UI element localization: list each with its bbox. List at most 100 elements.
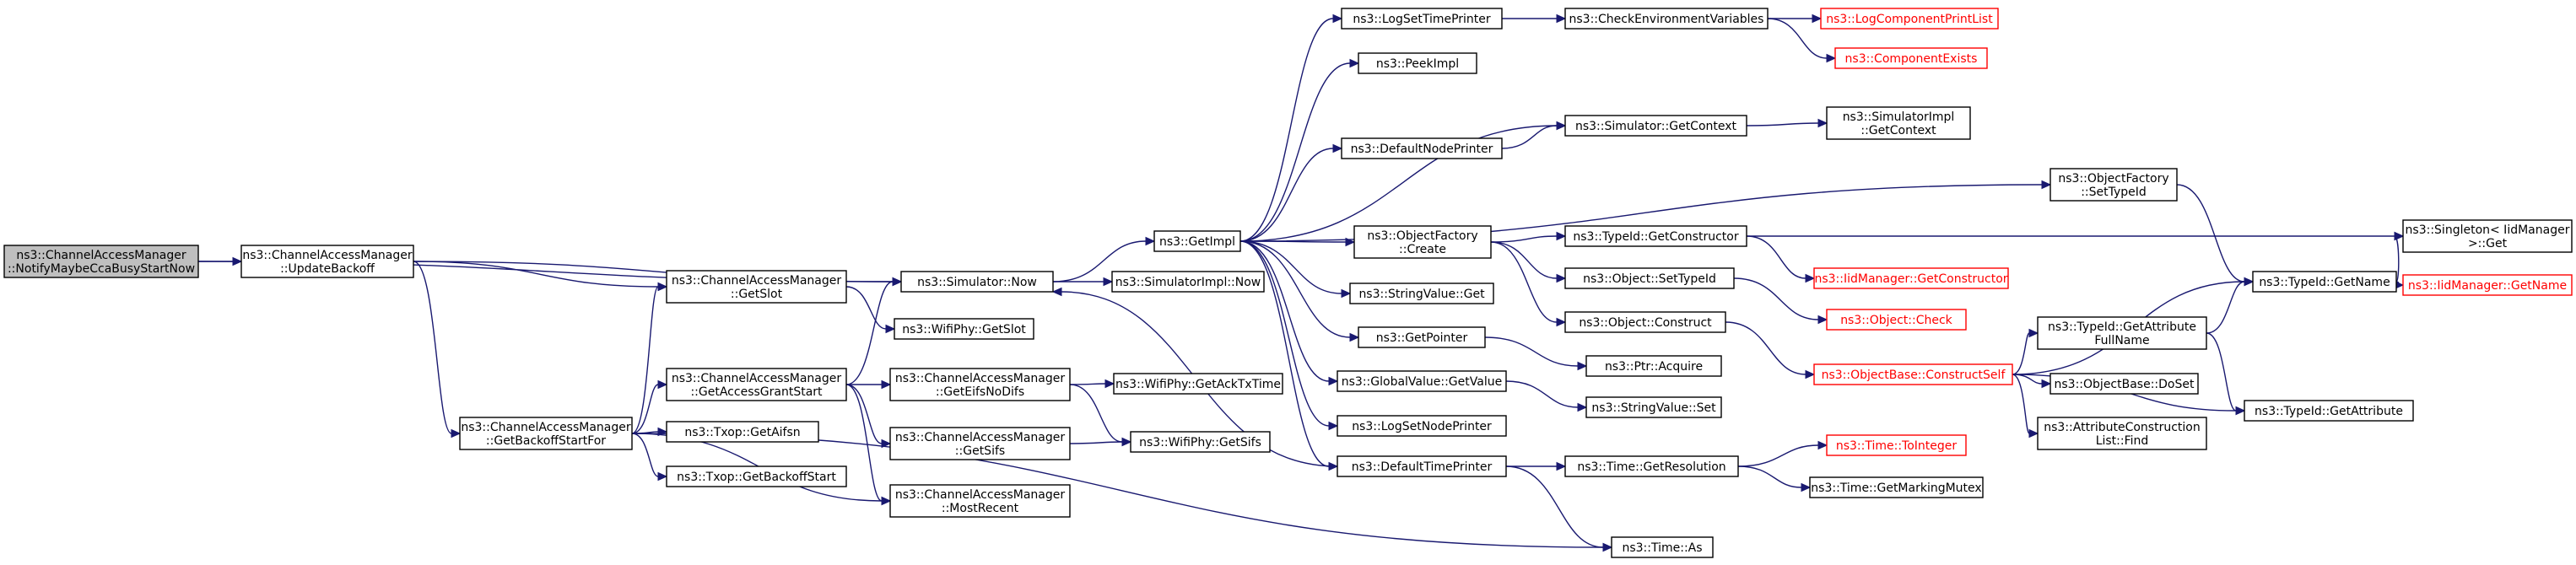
node-box (666, 465, 847, 487)
node-box (2402, 219, 2573, 253)
call-edge (1239, 240, 1352, 299)
node-label: ns3::Singleton< IidManager (2406, 223, 2570, 237)
function-node[interactable]: ns3::TypeId::GetConstructor (1564, 225, 1747, 247)
node-label: ns3::ObjectFactory (2058, 172, 2168, 186)
function-node[interactable]: ns3::SimulatorImpl::GetContext (1826, 106, 1971, 140)
node-label: ns3::ObjectFactory (1367, 229, 1477, 243)
function-node[interactable]: ns3::Time::GetResolution (1564, 455, 1739, 477)
function-node[interactable]: ns3::Ptr::Acquire (1585, 355, 1722, 377)
function-node[interactable]: ns3::ChannelAccessManager::GetEifsNoDifs (889, 368, 1071, 401)
edge-arrowhead (1145, 236, 1156, 246)
call-edge (1239, 240, 1360, 342)
function-node[interactable]: ns3::ObjectFactory::SetTypeId (2049, 168, 2178, 202)
edge-line (1239, 240, 1330, 427)
function-node[interactable]: ns3::Time::GetMarkingMutex (1809, 476, 1984, 498)
function-node[interactable]: ns3::TypeId::GetName (2252, 271, 2397, 293)
function-node[interactable]: ns3::DefaultTimePrinter (1337, 455, 1507, 477)
node-label: ns3::WifiPhy::GetAckTxTime (1115, 378, 1281, 391)
function-node[interactable]: ns3::ChannelAccessManager::NotifyMaybeCc… (3, 245, 199, 278)
edge-line (1239, 125, 1558, 242)
edge-arrowhead (1577, 402, 1588, 412)
function-node[interactable]: ns3::LogSetTimePrinter (1341, 8, 1503, 30)
node-box (1826, 434, 1967, 456)
function-node[interactable]: ns3::ChannelAccessManager::GetAccessGran… (666, 368, 847, 401)
function-node[interactable]: ns3::IidManager::GetConstructor (1813, 267, 2009, 289)
function-node[interactable]: ns3::Txop::GetAifsn (666, 421, 819, 443)
function-node[interactable]: ns3::CheckEnvironmentVariables (1564, 8, 1769, 30)
function-node[interactable]: ns3::ObjectBase::ConstructSelf (1813, 363, 2013, 385)
function-node[interactable]: ns3::ChannelAccessManager::MostRecent (889, 484, 1071, 518)
function-node[interactable]: ns3::GetPointer (1358, 326, 1486, 348)
function-node[interactable]: ns3::Simulator::Now (900, 271, 1054, 293)
function-node[interactable]: ns3::WifiPhy::GetSlot (894, 318, 1034, 340)
edge-arrowhead (892, 277, 903, 287)
edge-line (631, 384, 659, 434)
function-node[interactable]: ns3::SimulatorImpl::Now (1111, 271, 1265, 293)
edge-arrowhead (1817, 440, 1828, 450)
function-node[interactable]: ns3::LogComponentPrintList (1820, 8, 1999, 30)
function-node[interactable]: ns3::ObjectBase::DoSet (2049, 373, 2199, 395)
edge-line (1746, 122, 1819, 126)
edge-line (1239, 240, 1342, 294)
node-box (240, 245, 414, 278)
function-node[interactable]: ns3::ChannelAccessManager::GetSlot (666, 270, 847, 304)
function-node[interactable]: ns3::Simulator::GetContext (1564, 115, 1747, 137)
edge-arrowhead (1556, 121, 1567, 131)
edge-line (2012, 374, 2030, 434)
node-label: ns3::GetImpl (1159, 235, 1235, 249)
node-box (1358, 326, 1486, 348)
function-node[interactable]: ns3::ChannelAccessManager::GetBackoffSta… (459, 417, 633, 450)
node-label: FullName (2094, 334, 2149, 347)
node-box (1113, 373, 1283, 395)
edge-arrowhead (2244, 277, 2255, 287)
function-node[interactable]: ns3::IidManager::GetName (2402, 274, 2573, 296)
node-box (1337, 370, 1507, 392)
node-box (1111, 271, 1265, 293)
function-node[interactable]: ns3::WifiPhy::GetSifs (1130, 431, 1271, 453)
node-label: ns3::ObjectBase::ConstructSelf (1822, 369, 2006, 382)
function-node[interactable]: ns3::ChannelAccessManager::GetSifs (889, 427, 1071, 460)
node-box (1358, 52, 1477, 74)
call-edge (2206, 277, 2255, 334)
function-node[interactable]: ns3::ComponentExists (1834, 47, 1988, 69)
node-box (1564, 115, 1747, 137)
call-edge (1239, 13, 1343, 242)
edge-line (1239, 240, 1330, 382)
edge-arrowhead (1817, 118, 1828, 128)
function-node[interactable]: ns3::Txop::GetBackoffStart (666, 465, 847, 487)
function-node[interactable]: ns3::Singleton< IidManager>::Get (2402, 219, 2573, 253)
function-node[interactable]: ns3::WifiPhy::GetAckTxTime (1113, 373, 1283, 395)
node-box (1564, 267, 1735, 289)
function-node[interactable]: ns3::GetImpl (1153, 230, 1241, 252)
node-label: ns3::LogSetTimePrinter (1353, 13, 1491, 26)
node-box (1611, 536, 1714, 558)
node-label: ns3::StringValue::Set (1591, 401, 1716, 415)
edge-arrowhead (1556, 231, 1567, 241)
function-node[interactable]: ns3::GlobalValue::GetValue (1337, 370, 1507, 392)
edge-line (1733, 277, 1819, 320)
call-edge (2012, 328, 2039, 375)
edge-line (1490, 241, 1558, 323)
function-node[interactable]: ns3::ChannelAccessManager::UpdateBackoff (240, 245, 414, 278)
function-node[interactable]: ns3::Object::SetTypeId (1564, 267, 1735, 289)
function-node[interactable]: ns3::Object::Construct (1564, 311, 1726, 333)
node-label: ns3::TypeId::GetAttribute (2048, 320, 2196, 334)
function-node[interactable]: ns3::Time::As (1611, 536, 1714, 558)
node-box (1809, 476, 1984, 498)
function-node[interactable]: ns3::StringValue::Set (1585, 396, 1722, 418)
function-node[interactable]: ns3::Time::ToInteger (1826, 434, 1967, 456)
edge-arrowhead (881, 496, 892, 506)
function-node[interactable]: ns3::StringValue::Get (1349, 282, 1494, 304)
call-edge (631, 433, 1613, 552)
function-node[interactable]: ns3::Object::Check (1826, 309, 1967, 331)
function-node[interactable]: ns3::ObjectFactory::Create (1353, 225, 1492, 259)
call-edge (2394, 231, 2405, 282)
function-node[interactable]: ns3::TypeId::GetAttribute (2244, 400, 2414, 422)
function-node[interactable]: ns3::DefaultNodePrinter (1341, 137, 1503, 159)
function-node[interactable]: ns3::LogSetNodePrinter (1337, 415, 1507, 437)
function-node[interactable]: ns3::PeekImpl (1358, 52, 1477, 74)
node-label: ns3::Txop::GetAifsn (684, 426, 800, 439)
node-label: ns3::LogSetNodePrinter (1352, 420, 1492, 433)
